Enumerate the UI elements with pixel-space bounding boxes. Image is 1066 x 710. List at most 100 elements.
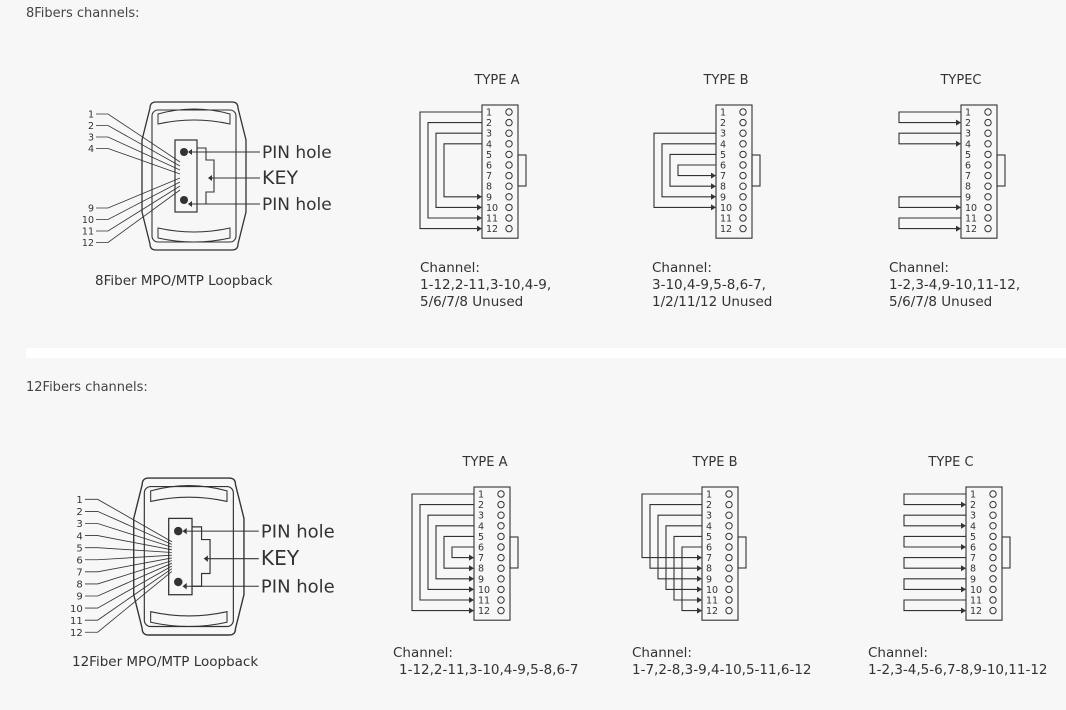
- port-circle: [497, 575, 505, 583]
- fiber-line: [96, 113, 181, 163]
- connector-shell: [133, 477, 245, 636]
- loop-line: [898, 217, 961, 230]
- port-circle: [984, 193, 992, 201]
- port-circle: [725, 575, 733, 583]
- port-circle: [497, 522, 505, 530]
- channel-info: Channel: 1-12,2-11,3-10,4-9, 5/6/7/8 Unu…: [420, 260, 551, 311]
- arrow-head: [477, 215, 482, 221]
- fiber-number: 12: [70, 628, 83, 639]
- port-circle: [725, 564, 733, 572]
- port-number: 1: [478, 490, 484, 501]
- arrow-head: [469, 565, 474, 572]
- fiber-line: [84, 562, 173, 597]
- port-circle: [739, 224, 747, 233]
- fiber-number: 2: [76, 507, 82, 518]
- port-number: 9: [478, 574, 484, 585]
- port-number: 1: [706, 490, 712, 501]
- port-number: 4: [970, 521, 976, 532]
- channel-line: 1-7,2-8,3-9,4-10,5-11,6-12: [632, 662, 812, 678]
- port-number: 9: [706, 574, 712, 585]
- arrow-head: [477, 193, 482, 200]
- port-number: 6: [720, 161, 726, 172]
- port-number: 7: [478, 553, 484, 564]
- port-number: 10: [486, 203, 498, 214]
- loop-line: [677, 164, 716, 177]
- arrow-head: [961, 522, 966, 529]
- port-circle: [725, 532, 733, 541]
- port-circle: [739, 108, 747, 116]
- port-number: 9: [720, 192, 726, 203]
- key-outline: [197, 147, 215, 205]
- key-label: KEY: [261, 546, 300, 570]
- key-tab: [509, 536, 519, 569]
- fiber-line: [84, 547, 172, 553]
- port-circle: [505, 161, 513, 169]
- fiber-line: [96, 185, 181, 232]
- loop-line: [657, 514, 702, 580]
- port-circle: [505, 182, 513, 190]
- channel-label: Channel:: [889, 260, 949, 276]
- port-circle: [989, 553, 997, 562]
- type-title: TYPE B: [703, 73, 749, 88]
- port-circle: [739, 118, 747, 127]
- fiber-line: [84, 510, 173, 545]
- port-circle: [505, 140, 513, 148]
- loop-line: [435, 132, 482, 208]
- port-circle: [984, 108, 992, 116]
- channel-line: 5/6/7/8 Unused: [889, 294, 993, 310]
- port-number: 11: [720, 214, 732, 225]
- arrow-head: [961, 501, 966, 508]
- port-number: 10: [720, 203, 732, 214]
- port-circle: [497, 606, 505, 615]
- loop-line: [898, 132, 961, 145]
- port-circle: [989, 606, 997, 615]
- fiber-line: [84, 568, 173, 621]
- fiber-line: [84, 523, 173, 548]
- port-number: 11: [970, 596, 982, 607]
- channel-info: Channel: 1-7,2-8,3-9,4-10,5-11,6-12: [632, 645, 812, 679]
- channel-label: Channel:: [632, 645, 692, 661]
- loop-line: [903, 599, 966, 612]
- loop-line: [903, 578, 966, 590]
- channel-line: 1-12,2-11,3-10,4-9,5-8,6-7: [399, 662, 579, 678]
- port-circle: [505, 193, 513, 201]
- arrow-head: [956, 140, 961, 147]
- channel-label: Channel:: [420, 260, 480, 276]
- port-circle: [725, 606, 733, 615]
- port-circle: [505, 203, 513, 212]
- port-number: 6: [706, 543, 712, 554]
- port-number: 8: [706, 564, 712, 575]
- port-circle: [725, 543, 733, 551]
- fiber-number: 11: [82, 227, 94, 238]
- port-circle: [984, 140, 992, 148]
- fiber-number: 7: [76, 568, 82, 579]
- key-outline: [192, 526, 211, 587]
- port-circle: [497, 511, 505, 519]
- channel-info: Channel: 1-2,3-4,5-6,7-8,9-10,11-12: [868, 645, 1048, 679]
- pointer-arrow: [188, 201, 192, 207]
- arrow-head: [961, 544, 966, 550]
- fiber-number: 4: [76, 531, 82, 542]
- fiber-line: [84, 554, 172, 561]
- channel-line: 1-2,3-4,5-6,7-8,9-10,11-12: [868, 662, 1048, 678]
- port-circle: [739, 182, 747, 190]
- port-number: 6: [965, 161, 971, 172]
- port-circle: [989, 596, 997, 604]
- pin-hole-label: PIN hole: [262, 143, 332, 163]
- port-number: 11: [486, 214, 498, 225]
- port-circle: [984, 161, 992, 169]
- arrow-head: [469, 597, 474, 603]
- port-number: 9: [486, 192, 492, 203]
- fiber-number: 12: [82, 238, 94, 249]
- fiber-number: 8: [76, 580, 82, 591]
- port-number: 5: [970, 532, 976, 543]
- channel-label: Channel:: [652, 260, 712, 276]
- arrow-head: [961, 565, 966, 572]
- connector-shell: [141, 101, 247, 251]
- loop-line: [641, 493, 702, 559]
- fiber-line: [84, 557, 172, 573]
- arrow-head: [956, 119, 961, 126]
